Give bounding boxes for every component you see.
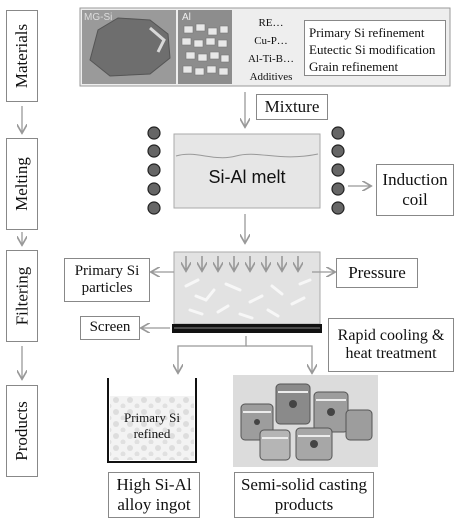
mg-si-rock-image [89,17,171,77]
additive-cu-p: Cu-P… [254,35,288,47]
purpose-box: Primary Si refinement Eutectic Si modifi… [304,20,446,76]
additive-label: Additives [249,71,293,83]
mg-si-photo-caption: MG-Si [84,12,113,23]
mixture-label: Mixture [256,94,328,120]
purpose-eutectic-si: Eutectic Si modification [309,42,436,57]
purpose-primary-si: Primary Si refinement [309,25,425,40]
ingot-crucible [107,378,197,463]
melt-crucible [173,133,321,209]
ingot-label: High Si-Al alloy ingot [108,472,200,518]
additive-al-ti-b: Al-Ti-B… [247,53,295,65]
ingot-inner-label: Primary Si refined [124,410,180,441]
induction-coil-label: Induction coil [376,164,454,216]
primary-si-particles-label: Primary Si particles [64,258,150,302]
stage-materials: Materials [6,10,38,102]
stage-products: Products [6,385,38,477]
arrow-to-casting [246,345,312,372]
induction-coil-right [331,126,345,215]
screen-label: Screen [80,316,140,340]
pressure-arrows [186,256,298,270]
purpose-grain: Grain refinement [309,59,399,74]
induction-coil-left [147,126,161,215]
cooling-label: Rapid cooling & heat treatment [328,318,454,372]
pressure-label: Pressure [336,258,418,288]
melt-label: Si-Al melt [208,166,286,187]
al-photo-caption: Al [182,12,191,23]
additives-list: RE… Cu-P… Al-Ti-B… Additives [240,14,302,86]
additive-re: RE… [258,17,284,29]
stage-filtering: Filtering [6,250,38,342]
casting-label: Semi-solid casting products [234,472,374,518]
arrow-to-ingot [178,336,247,372]
stage-melting: Melting [6,138,38,230]
